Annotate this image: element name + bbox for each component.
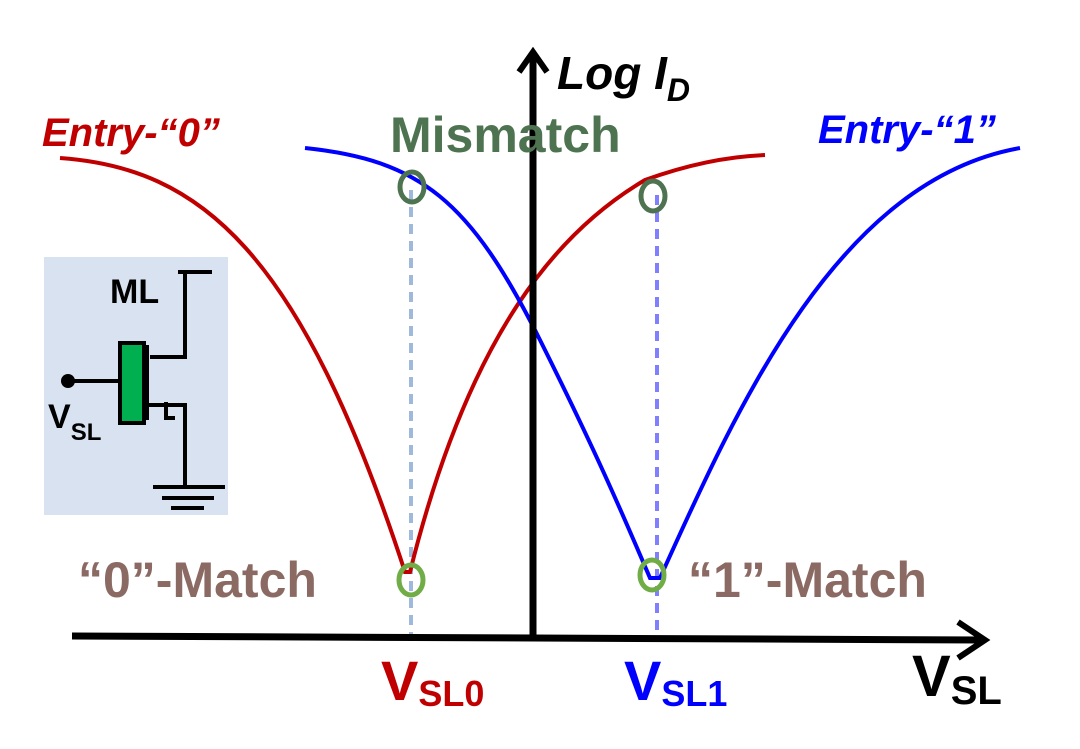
match0-marker [396, 562, 426, 598]
y-axis-arrow [516, 46, 550, 74]
x-axis-arrow [956, 619, 991, 661]
entry0-label: Entry-“0” [42, 111, 220, 155]
x-axis [71, 632, 983, 644]
gate-block [118, 341, 146, 425]
source-arrow [164, 402, 175, 420]
vsl-inset-label: VSL [48, 398, 101, 446]
mismatch-marker-right [638, 178, 668, 214]
entry0-curve [59, 153, 766, 574]
entry1-label: Entry-“1” [818, 108, 996, 152]
mismatch-label: Mismatch [390, 107, 621, 163]
inset-circuit: ML VSL [44, 257, 228, 515]
vsl0-tick-label: VSL0 [381, 649, 484, 714]
y-axis-label: Log ID [557, 47, 690, 108]
gate-terminal [61, 374, 75, 388]
vsl1-tick-label: VSL1 [624, 649, 727, 714]
match1-label: “1”-Match [688, 552, 927, 608]
match1-marker [637, 557, 667, 593]
entry1-curve [304, 146, 1021, 580]
x-axis-label: VSL [912, 644, 1002, 713]
match0-label: “0”-Match [78, 552, 317, 608]
ml-label: ML [110, 273, 159, 311]
mismatch-marker-left [397, 169, 427, 205]
